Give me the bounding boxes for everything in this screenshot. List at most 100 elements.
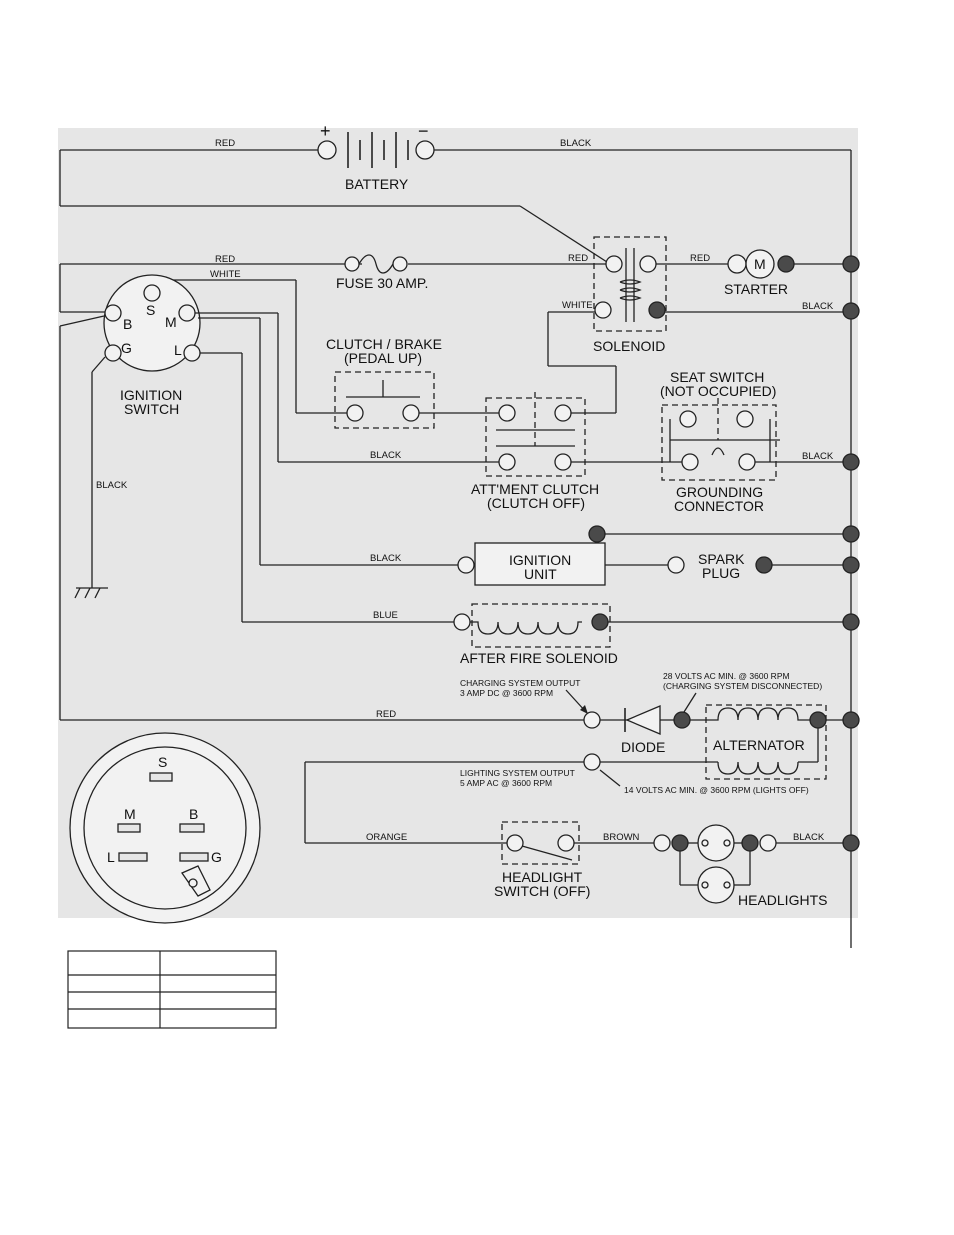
attachment-clutch-switch: ATT'MENT CLUTCH (CLUTCH OFF)	[471, 392, 599, 511]
ground-bus-node	[842, 711, 860, 729]
headlight-switch-blade	[521, 845, 573, 861]
charging-ac-label-1: 28 VOLTS AC MIN. @ 3600 RPM	[663, 671, 790, 681]
clutch-brake-label-1: CLUTCH / BRAKE	[326, 336, 442, 352]
charging-output-label-1: CHARGING SYSTEM OUTPUT	[460, 678, 580, 688]
fuse-element	[358, 254, 394, 274]
ignition-unit: IGNITION UNIT	[457, 542, 606, 586]
attclutch-label-1: ATT'MENT CLUTCH	[471, 481, 599, 497]
lighting-ac-arrow	[599, 769, 621, 787]
wire-red-to-solenoid-diag	[519, 205, 608, 263]
wire-label-black-lights: BLACK	[793, 832, 825, 843]
ground-bus-node	[842, 453, 860, 471]
diode-label: DIODE	[621, 739, 665, 755]
headlight-switch: HEADLIGHT SWITCH (OFF)	[494, 821, 590, 899]
headlight-switch-terminal	[506, 834, 524, 852]
alternator-label: ALTERNATOR	[713, 737, 805, 753]
switch-face-slot-m	[117, 823, 141, 833]
alternator-terminal-right	[809, 711, 827, 729]
alternator: ALTERNATOR	[598, 704, 827, 780]
lighting-output-label-1: LIGHTING SYSTEM OUTPUT	[460, 768, 575, 778]
ground-hatch	[74, 587, 81, 599]
clutch-brake-switch: CLUTCH / BRAKE (PEDAL UP)	[326, 336, 442, 429]
headlight-switch-terminal	[557, 834, 575, 852]
afs-ground-terminal	[591, 613, 609, 631]
alternator-terminal-left	[673, 711, 691, 729]
grounding-connector-label-2: CONNECTOR	[674, 498, 764, 514]
table-frame	[67, 950, 277, 1029]
battery-negative-terminal	[415, 140, 435, 160]
ignition-switch: S B M G L IGNITION SWITCH	[103, 274, 201, 417]
afs-enclosure	[471, 603, 611, 648]
spark-plug-label-1: SPARK	[698, 551, 745, 567]
wire-label-black-clutch: BLACK	[370, 450, 402, 461]
starter-motor	[745, 249, 775, 279]
charging-output-label-2: 3 AMP DC @ 3600 RPM	[460, 688, 553, 698]
switch-face-slot-b	[179, 823, 205, 833]
attclutch-label-2: (CLUTCH OFF)	[487, 495, 585, 511]
alternator-coil-bottom	[717, 761, 799, 775]
headlight-filament	[701, 881, 709, 889]
diode-triangle	[625, 705, 661, 735]
ignition-label-b: B	[123, 316, 132, 332]
wire-red-charge-diag	[59, 315, 105, 327]
battery-minus-sign: −	[418, 121, 429, 141]
ground-bus-node	[842, 556, 860, 574]
battery-plus-sign: +	[320, 121, 331, 141]
wire-label-red-starter: RED	[690, 253, 710, 264]
seat-switch-terminal	[681, 453, 699, 471]
wire-label-black-starter: BLACK	[802, 301, 834, 312]
starter-label: STARTER	[724, 281, 788, 297]
battery-positive-terminal	[317, 140, 337, 160]
headlight-filament	[723, 839, 731, 847]
wire-label-black-seat: BLACK	[802, 451, 834, 462]
clutch-brake-label-2: (PEDAL UP)	[344, 350, 422, 366]
ground-bus-node	[842, 302, 860, 320]
wire-label-brown: BROWN	[603, 832, 640, 843]
switch-face-inner	[83, 746, 247, 910]
clutch-brake-enclosure	[334, 371, 435, 429]
switch-face-slot-g	[179, 852, 209, 862]
seat-switch-terminal	[736, 410, 754, 428]
wire-black-ground-diag	[91, 356, 106, 373]
afs-terminal	[453, 613, 471, 631]
spark-plug-label-2: PLUG	[702, 565, 740, 581]
ignition-unit-body	[474, 542, 606, 586]
ignition-pin-l	[183, 344, 201, 362]
ignition-switch-label-2: SWITCH	[124, 401, 179, 417]
attclutch-terminal	[498, 404, 516, 422]
alternator-enclosure	[705, 704, 827, 780]
attachment-clutch-enclosure	[485, 397, 586, 477]
switch-face-label-g: G	[211, 849, 222, 865]
fuse-label: FUSE 30 AMP.	[336, 275, 428, 291]
wire-label-black-ignition: BLACK	[370, 553, 402, 564]
attclutch-terminal	[554, 404, 572, 422]
wire-label-red-charge: RED	[376, 709, 396, 720]
headlights: HEADLIGHTS	[653, 824, 827, 908]
ignition-unit-terminal	[457, 556, 475, 574]
ignition-switch-label-1: IGNITION	[120, 387, 182, 403]
switch-face-detail: S M B L G	[69, 732, 261, 924]
headlight-terminal	[741, 834, 759, 852]
ground-bus-node	[842, 613, 860, 631]
starter-ground-terminal	[777, 255, 795, 273]
charging-output-arrowhead	[580, 705, 588, 714]
wire-label-red-fuse: RED	[215, 254, 235, 265]
battery-label: BATTERY	[345, 176, 409, 192]
seat-switch: SEAT SWITCH (NOT OCCUPIED) GROUNDING CON…	[660, 369, 780, 514]
headlight-switch-label-2: SWITCH (OFF)	[494, 883, 590, 899]
solenoid-label: SOLENOID	[593, 338, 665, 354]
wire-label-blue: BLUE	[373, 610, 398, 621]
switch-face-label-m: M	[124, 806, 136, 822]
ignition-pin-b	[104, 304, 122, 322]
switch-face-label-b: B	[189, 806, 198, 822]
spark-plug-terminal	[667, 556, 685, 574]
seat-switch-terminal	[738, 453, 756, 471]
seat-switch-spring	[711, 447, 725, 456]
lighting-output-terminal	[583, 753, 601, 771]
lighting-ac-note: 14 VOLTS AC MIN. @ 3600 RPM (LIGHTS OFF)	[624, 785, 809, 795]
ignition-label-l: L	[174, 342, 182, 358]
chassis-ground	[74, 587, 108, 599]
switch-face-slot-s	[149, 772, 173, 782]
afs-coil	[470, 621, 582, 635]
seat-switch-enclosure	[661, 404, 777, 481]
